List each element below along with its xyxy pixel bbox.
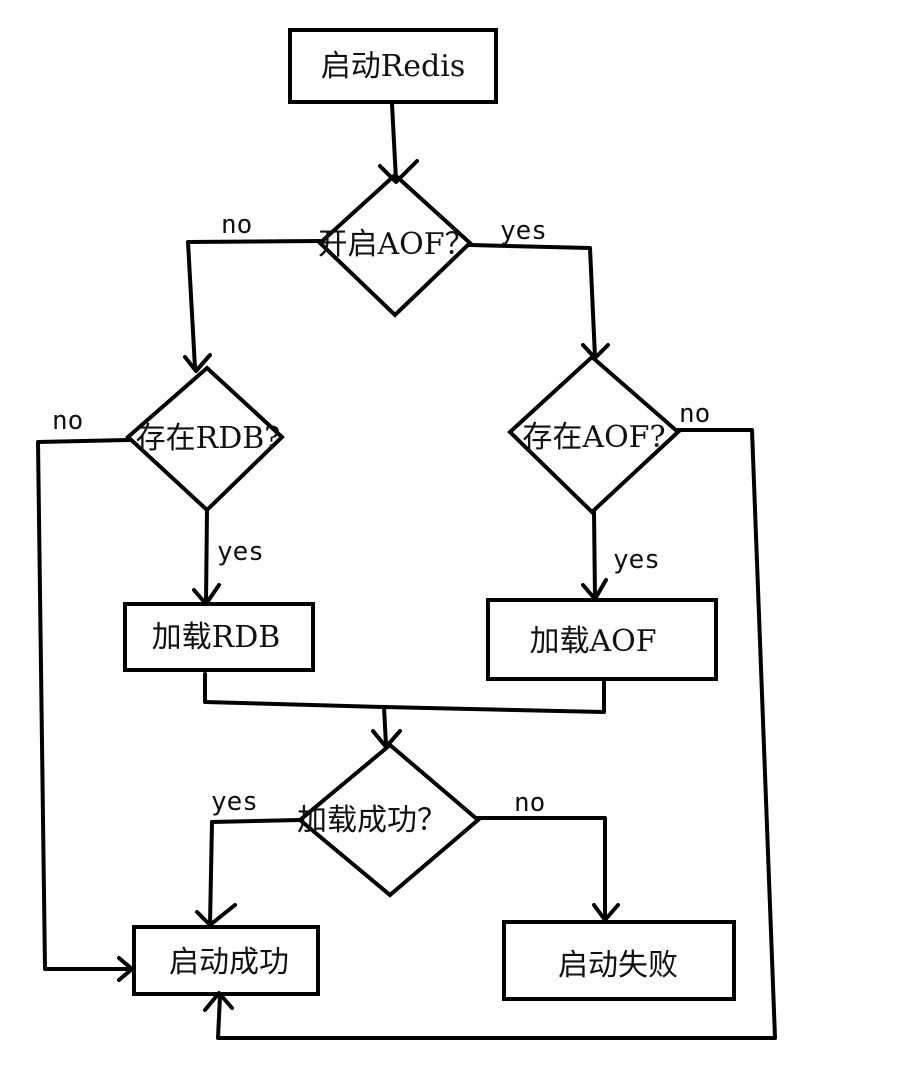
arrowhead-icon xyxy=(592,903,620,922)
edge-start-to-aof xyxy=(390,102,398,182)
start-node-label: 启动Redis xyxy=(321,49,466,84)
arrowhead-icon xyxy=(117,956,134,982)
load-success-decision xyxy=(296,742,482,898)
load-rdb-node xyxy=(123,602,315,672)
edge-rdb-yes xyxy=(204,508,209,605)
rdb-exists-label: 存在RDB? xyxy=(136,421,281,456)
aof-enabled-label: 开启AOF？ xyxy=(317,227,474,262)
aofx-yes-label: yes xyxy=(613,545,660,575)
arrowhead-icon xyxy=(192,583,221,606)
aof-yes-label: yes xyxy=(500,216,547,246)
arrowhead-icon xyxy=(581,578,608,601)
aof-exists-label: 存在AOF? xyxy=(522,420,665,455)
start-fail-label: 启动失败 xyxy=(558,948,678,983)
load-aof-node xyxy=(486,598,718,681)
edge-merge-to-check xyxy=(382,705,388,747)
arrowhead-icon xyxy=(183,353,212,373)
arrowhead-icon xyxy=(203,991,234,1012)
ok-yes-label: yes xyxy=(211,787,258,817)
aofx-no-label: no xyxy=(679,399,710,429)
arrowhead-icon xyxy=(378,159,419,184)
start-fail-node xyxy=(502,920,736,1001)
edge-aofx-yes xyxy=(592,510,597,600)
start-success-node xyxy=(132,925,320,996)
load-success-label: 加载成功？ xyxy=(297,803,447,838)
edge-ok-no xyxy=(476,816,607,920)
load-rdb-label: 加载RDB xyxy=(152,620,281,655)
rdb-no-label: no xyxy=(52,406,83,436)
edge-aof-no xyxy=(186,239,322,370)
arrowhead-icon xyxy=(581,343,610,360)
edge-rdb-no xyxy=(36,438,132,971)
aof-enabled-decision xyxy=(317,172,473,318)
arrowhead-icon xyxy=(371,729,402,749)
start-success-label: 启动成功 xyxy=(169,945,289,980)
ok-no-label: no xyxy=(514,788,545,818)
edge-aof-yes xyxy=(468,243,597,359)
rdb-yes-label: yes xyxy=(217,537,264,567)
edge-aofx-no xyxy=(216,428,777,1040)
start-node xyxy=(288,28,498,104)
aof-no-label: no xyxy=(221,210,252,240)
edge-ok-yes xyxy=(208,818,302,927)
arrowhead-icon xyxy=(195,903,237,927)
load-aof-label: 加载AOF xyxy=(529,624,656,659)
